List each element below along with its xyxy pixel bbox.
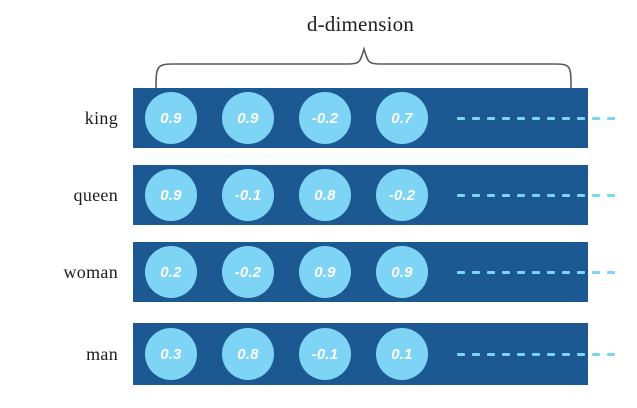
ellipsis-dot: [592, 270, 600, 274]
ellipsis-dot: [457, 352, 465, 356]
ellipsis-dot: [502, 193, 510, 197]
ellipsis-dot: [547, 352, 555, 356]
embedding-cell: 0.9: [145, 169, 197, 221]
ellipsis-dot: [607, 193, 615, 197]
embedding-row: queen 0.9 -0.1 0.8 -0.2: [0, 165, 637, 225]
ellipsis-dot: [607, 116, 615, 120]
embedding-cell: 0.7: [376, 92, 428, 144]
ellipsis-dot: [547, 270, 555, 274]
ellipsis-dot: [502, 270, 510, 274]
ellipsis-dot: [592, 116, 600, 120]
embedding-cell: -0.1: [299, 328, 351, 380]
ellipsis-dot: [517, 116, 525, 120]
embedding-cell: 0.1: [376, 328, 428, 380]
embedding-cell: -0.2: [299, 92, 351, 144]
embedding-cells-woman: 0.2 -0.2 0.9 0.9: [133, 242, 622, 302]
ellipsis-dots: [457, 169, 622, 221]
ellipsis-dot: [592, 193, 600, 197]
embedding-cell: 0.9: [222, 92, 274, 144]
embedding-cells-queen: 0.9 -0.1 0.8 -0.2: [133, 165, 622, 225]
ellipsis-dot: [592, 352, 600, 356]
d-dimension-brace: [148, 44, 580, 88]
ellipsis-dot: [562, 116, 570, 120]
ellipsis-dot: [487, 352, 495, 356]
ellipsis-dot: [472, 116, 480, 120]
embedding-cell: -0.1: [222, 169, 274, 221]
ellipsis-dot: [562, 352, 570, 356]
ellipsis-dot: [517, 270, 525, 274]
ellipsis-dot: [502, 352, 510, 356]
embedding-cell: 0.2: [145, 246, 197, 298]
ellipsis-dot: [562, 270, 570, 274]
ellipsis-dot: [472, 193, 480, 197]
embedding-band-king: 0.9 0.9 -0.2 0.7: [133, 88, 615, 148]
row-label-queen: queen: [73, 184, 118, 205]
embedding-band-woman: 0.2 -0.2 0.9 0.9: [133, 242, 615, 302]
embedding-cell: -0.2: [222, 246, 274, 298]
ellipsis-dot: [577, 116, 585, 120]
embedding-cell: 0.9: [145, 92, 197, 144]
embedding-cell: 0.8: [299, 169, 351, 221]
ellipsis-dot: [577, 270, 585, 274]
ellipsis-dot: [472, 270, 480, 274]
diagram-title-text: d-dimension: [306, 12, 415, 36]
embedding-cell: 0.3: [145, 328, 197, 380]
ellipsis-dot: [472, 352, 480, 356]
ellipsis-dot: [502, 116, 510, 120]
ellipsis-dot: [607, 352, 615, 356]
row-label-woman: woman: [63, 261, 118, 282]
row-label-king: king: [84, 107, 118, 128]
ellipsis-dot: [517, 193, 525, 197]
ellipsis-dots: [457, 246, 622, 298]
ellipsis-dot: [457, 116, 465, 120]
ellipsis-dot: [577, 352, 585, 356]
embedding-cell: 0.9: [299, 246, 351, 298]
embedding-cells-man: 0.3 0.8 -0.1 0.1: [133, 323, 622, 385]
embedding-cell: -0.2: [376, 169, 428, 221]
row-label-man: man: [86, 343, 118, 364]
ellipsis-dot: [532, 270, 540, 274]
embedding-cells-king: 0.9 0.9 -0.2 0.7: [133, 88, 622, 148]
ellipsis-dot: [532, 352, 540, 356]
ellipsis-dot: [487, 193, 495, 197]
diagram-title: d-dimension: [0, 12, 637, 37]
ellipsis-dot: [577, 193, 585, 197]
ellipsis-dot: [457, 193, 465, 197]
ellipsis-dot: [457, 270, 465, 274]
ellipsis-dot: [532, 193, 540, 197]
ellipsis-dot: [547, 116, 555, 120]
ellipsis-dot: [487, 270, 495, 274]
embedding-row: woman 0.2 -0.2 0.9 0.9: [0, 242, 637, 302]
ellipsis-dots: [457, 92, 622, 144]
embedding-band-man: 0.3 0.8 -0.1 0.1: [133, 323, 615, 385]
embedding-row: king 0.9 0.9 -0.2 0.7: [0, 88, 637, 148]
ellipsis-dots: [457, 328, 622, 380]
ellipsis-dot: [547, 193, 555, 197]
ellipsis-dot: [517, 352, 525, 356]
embedding-band-queen: 0.9 -0.1 0.8 -0.2: [133, 165, 615, 225]
ellipsis-dot: [487, 116, 495, 120]
embedding-cell: 0.9: [376, 246, 428, 298]
ellipsis-dot: [562, 193, 570, 197]
embedding-cell: 0.8: [222, 328, 274, 380]
ellipsis-dot: [607, 270, 615, 274]
embedding-row: man 0.3 0.8 -0.1 0.1: [0, 323, 637, 385]
ellipsis-dot: [532, 116, 540, 120]
